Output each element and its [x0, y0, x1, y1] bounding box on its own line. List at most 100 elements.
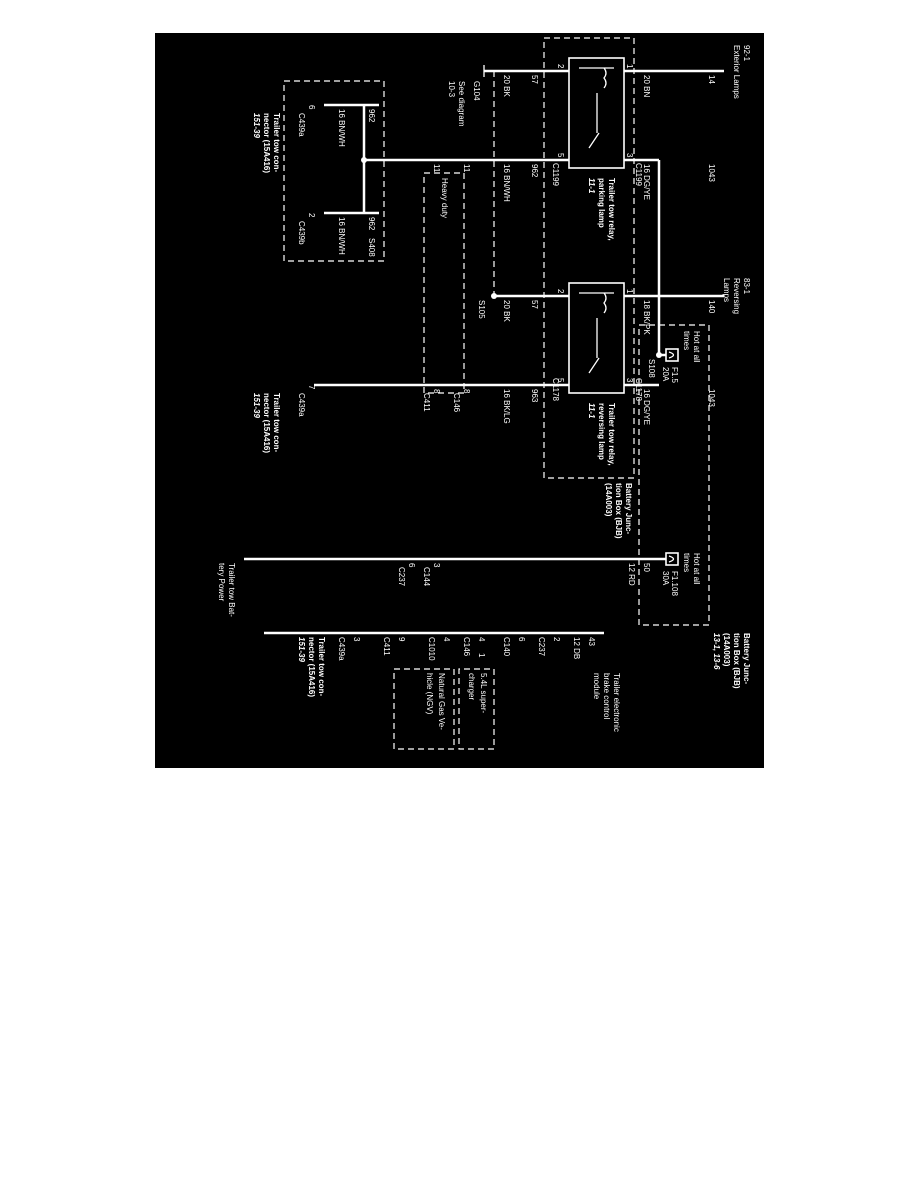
s408: S408: [367, 238, 376, 257]
pin-5b: 5: [556, 378, 565, 383]
p7: 7: [307, 385, 316, 390]
pin-5: 5: [556, 153, 565, 158]
supercharger-box: [458, 668, 495, 750]
ref-92: 92-1: [742, 45, 751, 62]
c439a2: C439a: [297, 393, 306, 417]
n8b: 8: [432, 389, 441, 394]
sc-l1: 5.4L super-: [479, 673, 488, 714]
fuse-f1-5-symbol-icon: [668, 351, 675, 359]
bjb2-title-l3: (14A003): [722, 633, 731, 667]
w963-spec: 16 BK/LG: [502, 389, 511, 424]
brake-l2: brake control: [602, 673, 611, 719]
n3b: 3: [352, 637, 361, 642]
w14: 14: [707, 75, 716, 84]
w140: 140: [707, 300, 716, 314]
see-l2: 10-3: [447, 81, 456, 98]
n3a: 3: [432, 563, 441, 568]
w962b: 962: [367, 109, 376, 123]
w962c-spec: 16 BN/WH: [337, 217, 346, 255]
c1178b: C1178: [551, 378, 560, 402]
bjb2-amp: 30A: [661, 571, 670, 586]
brake-l1: Trailer electronic: [612, 673, 621, 732]
n2: 2: [552, 637, 561, 642]
heavy-duty-box: [423, 172, 465, 394]
ttc3-l3: 151-39: [297, 637, 306, 662]
w963: 963: [530, 389, 539, 403]
w50: 50: [642, 563, 651, 572]
see-l1: See diagram: [457, 81, 466, 127]
n4a: 4: [477, 637, 486, 642]
w962a: 962: [530, 164, 539, 178]
ngv-l2: hicle (NGV): [425, 673, 434, 715]
w57a: 57: [530, 75, 539, 84]
ttbp-l1: Trailer tow Bat-: [227, 563, 236, 617]
pin-3: 3: [625, 153, 634, 158]
w962c: 962: [367, 217, 376, 231]
bjb1-amp: 20A: [661, 367, 670, 382]
n11a: 11: [462, 164, 471, 173]
c411a: C411: [422, 393, 431, 412]
splice-s408: [361, 157, 367, 163]
pin-1: 1: [625, 64, 634, 69]
w57a-spec: 20 BK: [502, 75, 511, 97]
bjb1-relay-enclosure: [543, 37, 635, 479]
splice-s105: [491, 293, 497, 299]
pin-1b: 1: [625, 289, 634, 294]
bjb2-hot-l1: Hot at all: [692, 553, 701, 585]
relay1-l3: 11-1: [587, 178, 596, 194]
relay1-l2: parking lamp: [597, 178, 606, 228]
c1010: C1010: [427, 637, 436, 661]
n9: 9: [397, 637, 406, 642]
bjb2-fuse: F1.108: [670, 571, 679, 596]
s108: S108: [647, 359, 656, 378]
fuse-f1-108-symbol-icon: [668, 555, 675, 563]
fuse-f1-5-icon: [665, 348, 679, 362]
ttc2-l1: Trailer tow con-: [272, 393, 281, 452]
p2: 2: [307, 213, 316, 218]
g104: G104: [472, 81, 481, 101]
bjb1-hot-l1: Hot at all: [692, 331, 701, 363]
bjb1-hot-l2: times: [682, 331, 691, 350]
bjb2-title-l1: Battery Junc-: [742, 633, 751, 684]
ttc1-l3: 151-39: [252, 113, 261, 138]
n1: 1: [477, 653, 486, 658]
c1178a: C1178: [634, 378, 643, 402]
c144: C144: [422, 567, 431, 587]
bjb1-fuse: F1.5: [670, 367, 679, 384]
c140: C140: [502, 637, 511, 657]
w50-spec: 12 RD: [627, 563, 636, 586]
relay-parking-coil-icon: [579, 67, 614, 149]
ttc2-l2: nector (15A416): [262, 393, 271, 453]
ref-92-txt: Exterior Lamps: [732, 45, 741, 99]
n6b: 6: [517, 637, 526, 642]
n6: 6: [407, 563, 416, 568]
relay2-l1: Trailer tow relay,: [607, 403, 616, 466]
relay-reversing-coil-icon: [579, 292, 614, 374]
w43-spec: 12 DB: [572, 637, 581, 659]
relay-parking-lamp: [568, 57, 625, 169]
bjb1-outline: [638, 324, 710, 626]
ngv-box: [393, 668, 455, 750]
w57b: 57: [530, 300, 539, 309]
n4b: 4: [442, 637, 451, 642]
c1199a: C1199: [634, 163, 643, 187]
bjb1-title-l2: tion Box (BJB): [614, 483, 623, 539]
ref-83-l2: Lamps: [722, 278, 731, 302]
c411b: C411: [382, 637, 391, 656]
w1043a: 1043: [707, 164, 716, 182]
ttc1-l1: Trailer tow con-: [272, 113, 281, 172]
splice-s108: [656, 352, 662, 358]
w1043b: 1043: [707, 389, 716, 407]
ref-83: 83-1: [742, 278, 751, 295]
c146b: C146: [462, 637, 471, 657]
ttbp-l2: tery Power: [217, 563, 226, 602]
s408-block: [283, 80, 385, 262]
n8a: 8: [462, 389, 471, 394]
relay2-l2: reversing lamp: [597, 403, 606, 460]
fuse-f1-108-icon: [665, 552, 679, 566]
w1043b-spec: 16 DG/YE: [642, 389, 651, 425]
ttc2-l3: 151-39: [252, 393, 261, 418]
relay2-l3: 11-1: [587, 403, 596, 419]
c439b: C439b: [297, 221, 306, 245]
pin-2b: 2: [556, 289, 565, 294]
